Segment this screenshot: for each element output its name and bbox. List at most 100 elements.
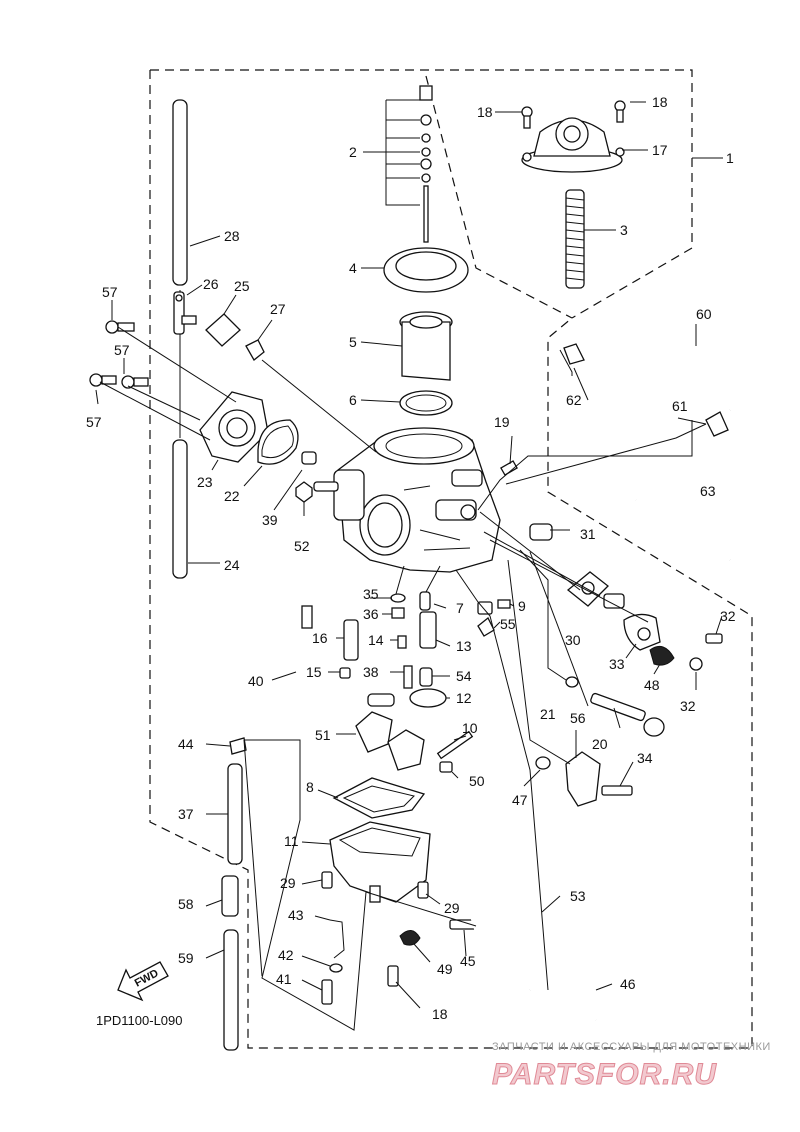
callout-11: 11 — [284, 833, 299, 849]
callout-16: 16 — [312, 630, 328, 646]
fuel-line-60-63 — [563, 343, 750, 565]
callout-44: 44 — [178, 736, 194, 752]
callout-48: 48 — [644, 677, 660, 693]
callout-39: 39 — [262, 512, 278, 528]
callout-15: 15 — [306, 664, 322, 680]
o-ring-6 — [399, 390, 453, 416]
callout-20: 20 — [592, 736, 608, 752]
needle-set-2 — [419, 85, 433, 243]
callout-22: 22 — [224, 488, 240, 504]
hose-25 — [205, 313, 241, 347]
diaphragm-4 — [383, 247, 469, 293]
piston-valve-5 — [399, 311, 453, 381]
clip-27 — [245, 339, 265, 361]
callout-56: 56 — [570, 710, 586, 726]
drain-hose-53-46 — [465, 873, 601, 1021]
callout-18b: 18 — [652, 94, 668, 110]
callout-43: 43 — [288, 907, 304, 923]
carburetor-body — [333, 427, 501, 573]
callout-8: 8 — [306, 779, 314, 795]
callout-57b: 57 — [114, 342, 130, 358]
callout-51: 51 — [315, 727, 331, 743]
screw-50 — [439, 761, 453, 773]
watermark: ЗАПЧАСТИ И АКСЕССУАРЫ ДЛЯ МОТОТЕХНИКИ PA… — [492, 1041, 771, 1092]
callout-55: 55 — [500, 616, 516, 632]
callout-33: 33 — [609, 656, 625, 672]
screw-18-top — [521, 100, 626, 129]
jets-center — [397, 591, 447, 708]
callout-59: 59 — [178, 950, 194, 966]
callout-49: 49 — [437, 961, 453, 977]
callout-47: 47 — [512, 792, 528, 808]
callout-labels: 1 2 3 4 5 6 7 8 9 10 11 12 13 14 15 16 1… — [86, 94, 736, 1022]
callout-41: 41 — [276, 971, 292, 987]
callout-4: 4 — [349, 260, 357, 276]
callout-26: 26 — [203, 276, 219, 292]
callout-62: 62 — [566, 392, 582, 408]
callout-34: 34 — [637, 750, 653, 766]
fittings-9-55 — [477, 599, 511, 637]
callout-14: 14 — [368, 632, 384, 648]
assembly-boundary — [149, 69, 753, 1049]
callout-19: 19 — [494, 414, 510, 430]
callout-36: 36 — [363, 606, 379, 622]
fittings-left — [295, 451, 406, 679]
spring-3 — [565, 189, 585, 289]
pin-10 — [436, 730, 474, 760]
callout-50: 50 — [469, 773, 485, 789]
diagram-code: 1PD1100-L090 — [96, 1013, 183, 1028]
callout-57a: 57 — [102, 284, 118, 300]
callout-29a: 29 — [280, 875, 296, 891]
callout-3: 3 — [620, 222, 628, 238]
watermark-brand: PARTSFOR.RU — [492, 1058, 717, 1091]
callout-12: 12 — [456, 690, 472, 706]
callout-46: 46 — [620, 976, 636, 992]
callout-42: 42 — [278, 947, 294, 963]
callout-2: 2 — [349, 144, 357, 160]
callout-53: 53 — [570, 888, 586, 904]
callout-29b: 29 — [444, 900, 460, 916]
callout-18a: 18 — [477, 104, 493, 120]
callout-21: 21 — [540, 706, 556, 722]
callout-17: 17 — [652, 142, 668, 158]
float-51 — [355, 711, 425, 771]
float-bowl-11 — [329, 821, 431, 903]
callout-10: 10 — [462, 720, 478, 736]
cover-23 — [199, 391, 269, 463]
callout-23: 23 — [197, 474, 213, 490]
callout-58: 58 — [178, 896, 194, 912]
watermark-caption: ЗАПЧАСТИ И АКСЕССУАРЫ ДЛЯ МОТОТЕХНИКИ — [492, 1041, 771, 1053]
callout-57c: 57 — [86, 414, 102, 430]
callout-52: 52 — [294, 538, 310, 554]
hose-40 — [292, 605, 395, 707]
screw-57 — [89, 320, 149, 389]
callout-31: 31 — [580, 526, 596, 542]
callout-5: 5 — [349, 334, 357, 350]
callout-32a: 32 — [720, 608, 736, 624]
callout-24: 24 — [224, 557, 240, 573]
cover-17 — [521, 117, 625, 173]
callout-27: 27 — [270, 301, 286, 317]
t-fitting-26 — [173, 291, 197, 335]
gasket-22 — [257, 419, 299, 465]
fuel-tube-28-24 — [172, 99, 188, 579]
callout-35: 35 — [363, 586, 379, 602]
choke-20-56 — [535, 676, 665, 807]
screw-19 — [500, 460, 518, 476]
callout-32b: 32 — [680, 698, 696, 714]
callout-40: 40 — [248, 673, 264, 689]
gasket-8 — [332, 777, 426, 819]
callout-7: 7 — [456, 600, 464, 616]
callout-6: 6 — [349, 392, 357, 408]
callout-45: 45 — [460, 953, 476, 969]
clips-42-43-49 — [329, 919, 421, 973]
cap-31 — [529, 523, 553, 541]
fwd-arrow: FWD — [117, 961, 169, 1002]
hoses-left-bottom — [221, 737, 247, 1051]
callout-38: 38 — [363, 664, 379, 680]
callout-30: 30 — [565, 632, 581, 648]
callout-25: 25 — [234, 278, 250, 294]
callout-37: 37 — [178, 806, 194, 822]
leader-lines — [95, 99, 723, 1031]
